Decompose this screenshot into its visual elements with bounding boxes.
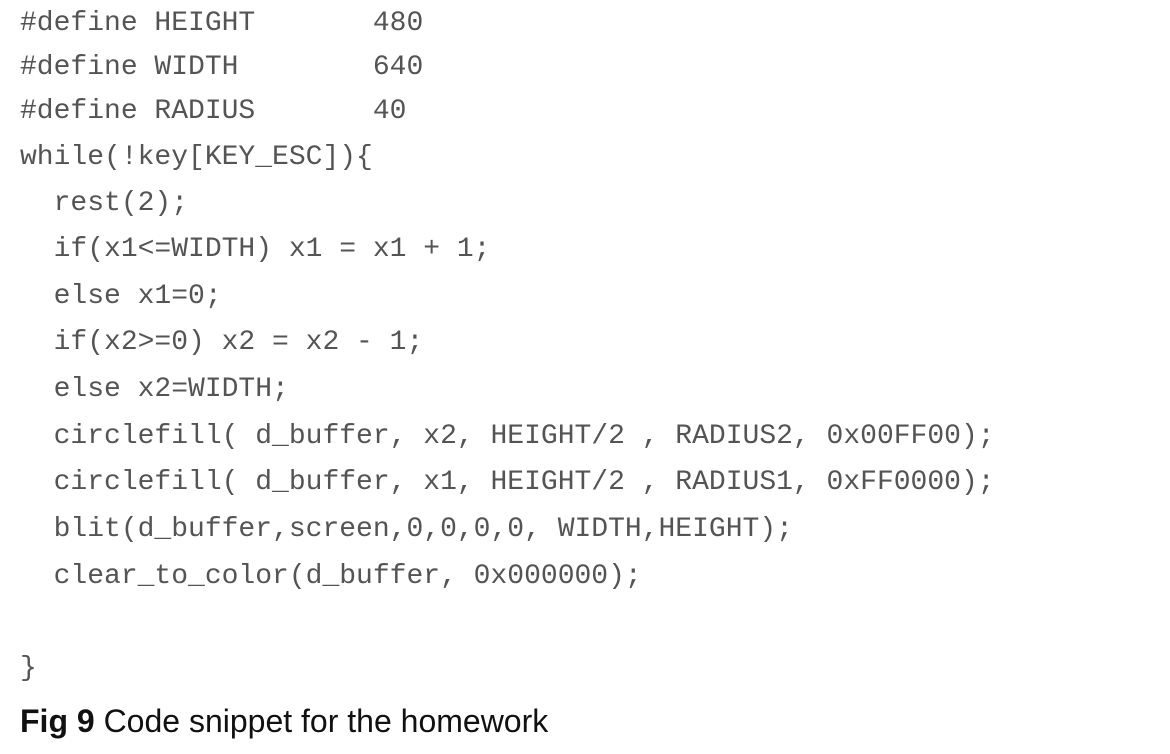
- code-line-2: #define WIDTH 640: [20, 52, 424, 83]
- code-line-1: #define HEIGHT 480: [20, 8, 424, 39]
- code-line-6: if(x1<=WIDTH) x1 = x1 + 1;: [20, 234, 491, 265]
- caption-text: Code snippet for the homework: [103, 703, 549, 739]
- figure-label: Fig 9: [20, 703, 95, 739]
- code-line-12: blit(d_buffer,screen,0,0,0,0, WIDTH,HEIG…: [20, 514, 793, 545]
- code-line-7: else x1=0;: [20, 281, 222, 312]
- code-line-8: if(x2>=0) x2 = x2 - 1;: [20, 327, 424, 358]
- figure-caption: Fig 9 Code snippet for the homework: [20, 700, 548, 742]
- code-line-3: #define RADIUS 40: [20, 96, 407, 127]
- code-line-4: while(!key[KEY_ESC]){: [20, 142, 373, 173]
- code-line-9: else x2=WIDTH;: [20, 374, 289, 405]
- code-line-10: circlefill( d_buffer, x2, HEIGHT/2 , RAD…: [20, 421, 995, 452]
- code-line-5: rest(2);: [20, 188, 189, 219]
- code-line-11: circlefill( d_buffer, x1, HEIGHT/2 , RAD…: [20, 467, 995, 498]
- code-line-13: clear_to_color(d_buffer, 0x000000);: [20, 561, 642, 592]
- code-line-15: }: [20, 653, 37, 684]
